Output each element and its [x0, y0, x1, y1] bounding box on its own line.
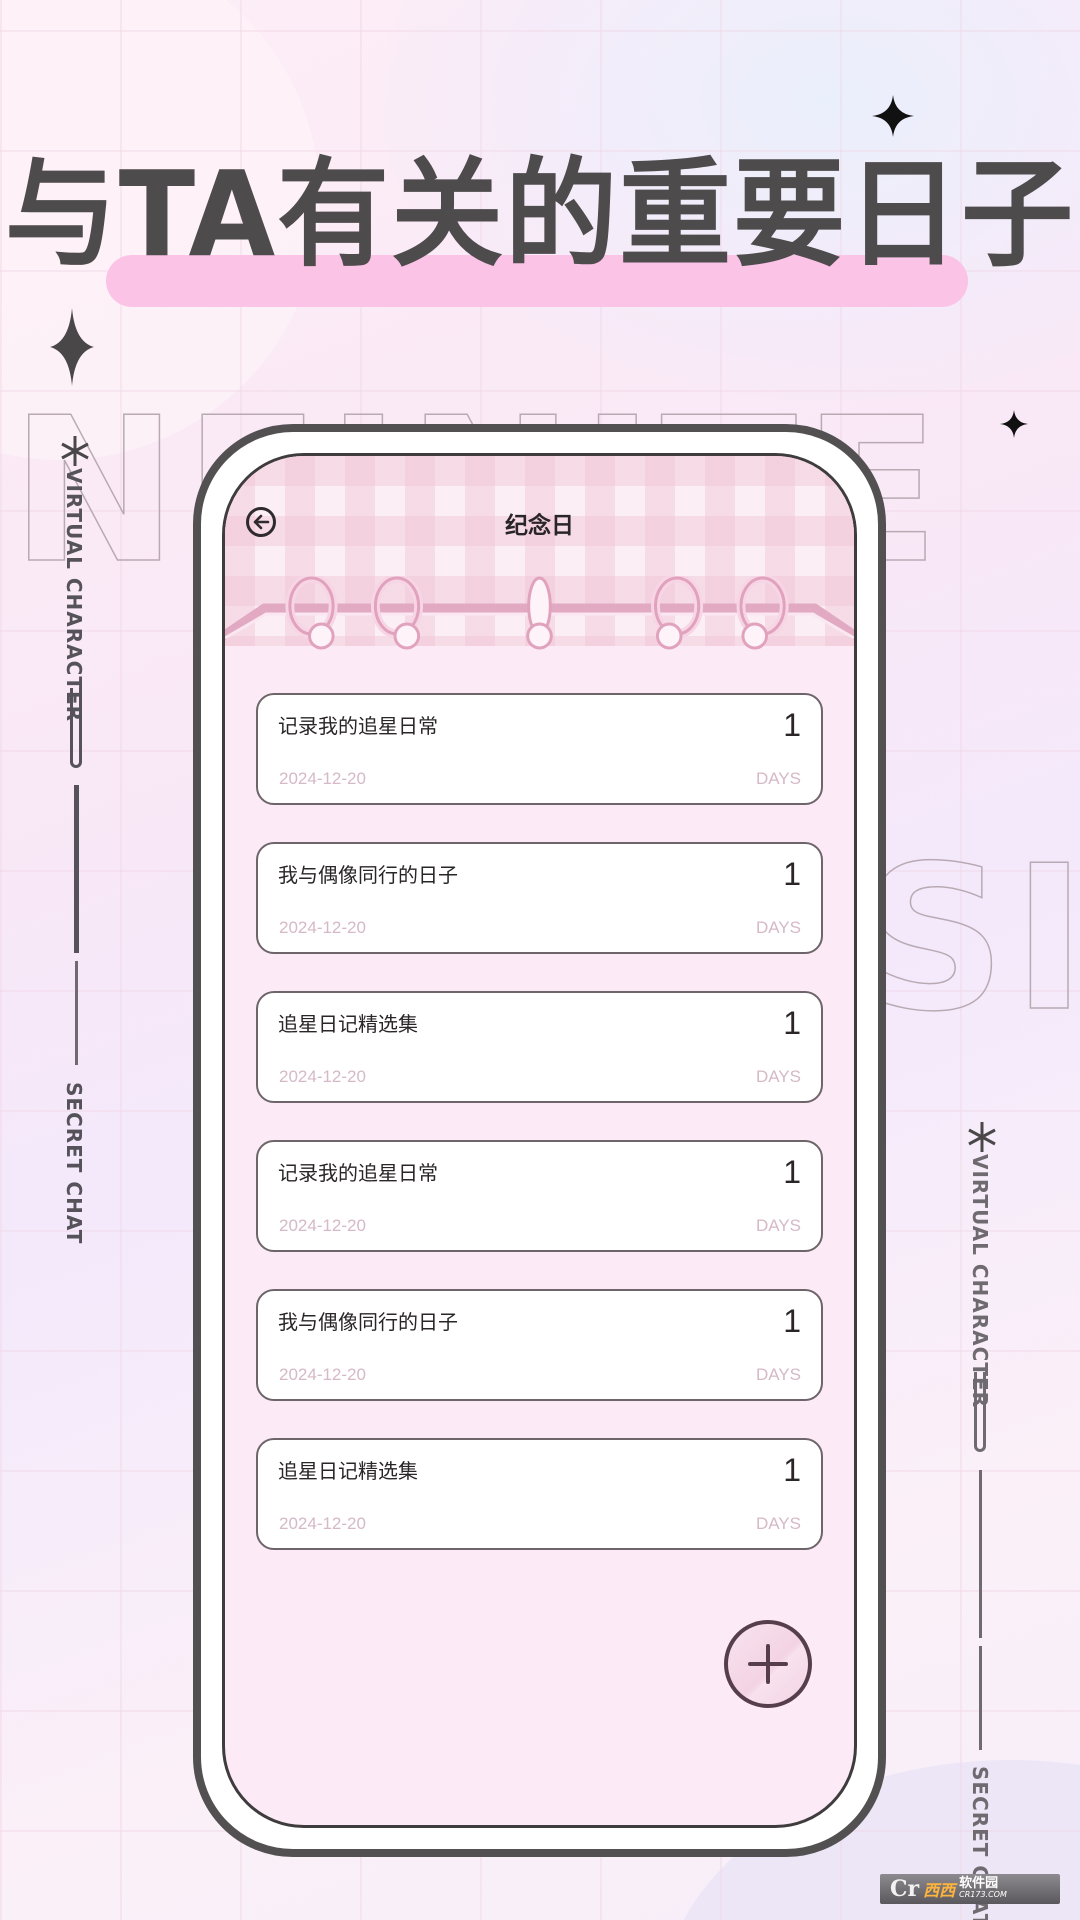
- side-label-virtual-character-right: VIRTUAL CHARACTER: [968, 1154, 992, 1409]
- arrow-left-circle-icon: [253, 514, 270, 530]
- card-title: 我与偶像同行的日子: [278, 863, 458, 887]
- anniversary-card[interactable]: 追星日记精选集 1 2024-12-20 DAYS: [256, 1438, 823, 1550]
- card-unit: DAYS: [755, 1514, 801, 1533]
- divider-line: [74, 785, 79, 953]
- card-date: 2024-12-20: [279, 1067, 366, 1086]
- card-day-count: 1: [783, 707, 801, 743]
- add-anniversary-button[interactable]: [724, 1620, 812, 1708]
- asterisk-star-icon: [60, 436, 90, 466]
- card-day-count: 1: [783, 1005, 801, 1041]
- card-date: 2024-12-20: [279, 1365, 366, 1384]
- plus-icon: [748, 1644, 788, 1684]
- card-date: 2024-12-20: [279, 1514, 366, 1533]
- card-date: 2024-12-20: [279, 1216, 366, 1235]
- divider-line: [75, 961, 78, 1065]
- anniversary-list: 记录我的追星日常 1 2024-12-20 DAYS 我与偶像同行的日子 1 2…: [256, 693, 823, 1587]
- sparkle-icon: [872, 95, 914, 137]
- card-title: 追星日记精选集: [278, 1459, 418, 1483]
- app-screen: 纪念日: [222, 453, 857, 1828]
- watermark-name: 软件园: [959, 1876, 999, 1891]
- card-day-count: 1: [783, 1303, 801, 1339]
- card-title: 记录我的追星日常: [278, 1161, 438, 1185]
- sparkle-icon: [50, 308, 94, 386]
- anniversary-card[interactable]: 记录我的追星日常 1 2024-12-20 DAYS: [256, 1140, 823, 1252]
- outline-decor-text-right: SIL: [861, 823, 1080, 1056]
- watermark-text: 软件园 CR173.COM: [959, 1876, 1007, 1900]
- headline-block: 与TA有关的重要日子: [0, 146, 1080, 320]
- card-title: 记录我的追星日常: [278, 714, 438, 738]
- binder-rings-decor: [225, 576, 854, 650]
- card-title: 追星日记精选集: [278, 1012, 418, 1036]
- anniversary-card[interactable]: 我与偶像同行的日子 1 2024-12-20 DAYS: [256, 842, 823, 954]
- anniversary-card[interactable]: 我与偶像同行的日子 1 2024-12-20 DAYS: [256, 1289, 823, 1401]
- divider-line: [979, 1646, 982, 1750]
- anniversary-card[interactable]: 记录我的追星日常 1 2024-12-20 DAYS: [256, 693, 823, 805]
- divider-line: [979, 1470, 982, 1638]
- watermark-brand: 西西: [923, 1881, 956, 1900]
- bracket-decor: [974, 1372, 986, 1452]
- bracket-decor: [70, 688, 82, 768]
- side-label-secret-chat-left: SECRET CHAT: [62, 1082, 86, 1245]
- anniversary-card[interactable]: 追星日记精选集 1 2024-12-20 DAYS: [256, 991, 823, 1103]
- card-unit: DAYS: [755, 1216, 801, 1235]
- card-unit: DAYS: [755, 1067, 801, 1086]
- card-day-count: 1: [783, 1452, 801, 1488]
- card-unit: DAYS: [755, 918, 801, 937]
- sparkle-icon: [1000, 410, 1028, 438]
- card-unit: DAYS: [755, 1365, 801, 1384]
- card-title: 我与偶像同行的日子: [278, 1310, 458, 1334]
- card-date: 2024-12-20: [279, 918, 366, 937]
- watermark: Cr 西西 软件园 CR173.COM: [880, 1874, 1060, 1904]
- watermark-url: CR173.COM: [959, 1890, 1007, 1899]
- card-date: 2024-12-20: [279, 769, 366, 788]
- card-unit: DAYS: [755, 769, 801, 788]
- asterisk-star-icon: [967, 1122, 997, 1152]
- watermark-logo: Cr: [890, 1876, 920, 1902]
- phone-frame: 纪念日: [193, 424, 886, 1857]
- headline-highlight: [106, 255, 968, 307]
- page-title: 纪念日: [505, 513, 574, 539]
- headline: 与TA有关的重要日子: [4, 146, 1076, 284]
- back-button[interactable]: [246, 507, 276, 537]
- card-day-count: 1: [783, 1154, 801, 1190]
- side-label-virtual-character-left: VIRTUAL CHARACTER: [62, 468, 86, 723]
- card-day-count: 1: [783, 856, 801, 892]
